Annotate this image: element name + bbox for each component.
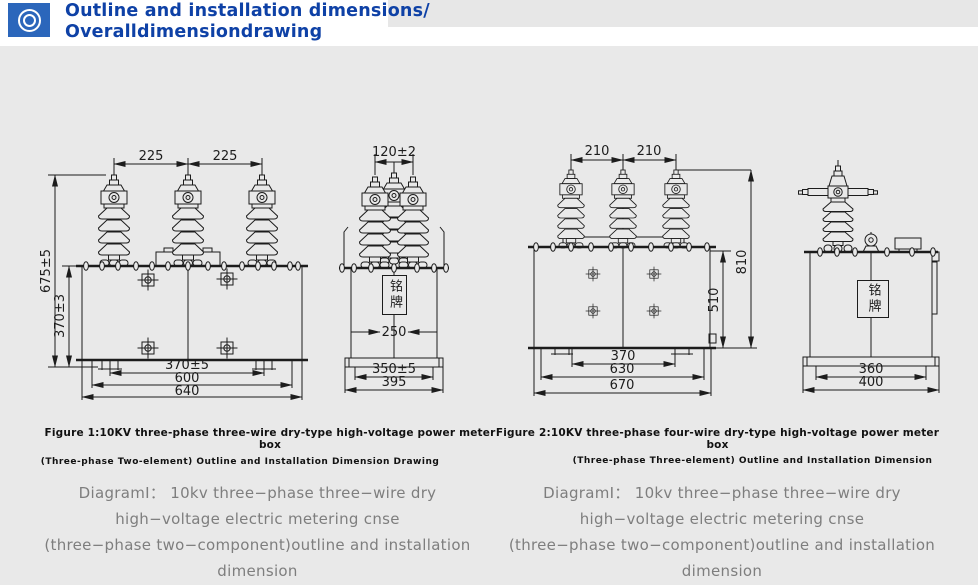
lid-bolts [339,263,449,273]
figure1-front-drawing: 225 225 675±5 370±3 370±5 600 640 [40,149,308,400]
terminal-box [894,237,922,252]
tank-outline [528,169,757,396]
bushing [798,165,878,253]
bushing [246,174,278,267]
bushing [609,169,637,249]
figure2-side-drawing: 360 400 [798,160,940,393]
page-title: Outline and installation dimensions/ Ove… [65,1,430,43]
lifting-lug [862,233,880,253]
dim-label: 225 [139,149,164,164]
icon-inner-ring [22,13,36,27]
figure2-subcaption: (Three-phase Three-element) Outline and … [572,456,933,466]
page-title-line2: Overalldimensiondrawing [65,22,323,42]
dim-label: 630 [610,362,635,377]
nameplate: 铭牌 [857,280,889,318]
header-gray-band [388,0,978,27]
tank-outline [802,250,940,393]
footer-left: DiagramI： 10kv three−phase three−wire dr… [25,480,490,584]
dim-label: 675±5 [40,249,54,293]
footer-right-line1: DiagramI： 10kv three−phase three−wire dr… [543,484,901,502]
content-background [0,46,978,585]
dim-label: 600 [175,371,200,386]
dim-label: 370±5 [165,358,209,373]
figure2-front-drawing: 210 210 510 810 370 630 670 [528,144,757,396]
dim-label: 120±2 [372,145,416,160]
dim-label: 225 [213,149,238,164]
dim-label: 350±5 [372,362,416,377]
figure2-caption: Figure 2:10KV three-phase four-wire dry-… [495,427,940,451]
footer-left-line2: high−voltage electric metering cnse [115,510,400,528]
page-title-line1: Outline and installation dimensions/ [65,1,430,21]
footer-left-line1: DiagramI： 10kv three−phase three−wire dr… [78,484,437,502]
dim-label: 395 [382,375,407,390]
dim-label: 510 [707,288,722,313]
mounting-hole [585,266,601,282]
dim-label: 360 [859,362,884,377]
dim-label: 670 [610,378,635,393]
figure1-caption: Figure 1:10KV three-phase three-wire dry… [44,427,496,451]
dim-label: 210 [585,144,610,159]
dim-label: 640 [175,384,200,399]
dim-label: 210 [637,144,662,159]
figure1-side-drawing: 120±2 250 350±5 395 [339,145,449,393]
nameplate: 铭牌 [382,275,407,315]
icon-outer-ring [17,8,41,32]
bushing [98,174,130,267]
dim-label: 400 [859,375,884,390]
dim-label: 370±3 [53,294,68,338]
bushing [557,169,585,249]
mounting-hole [585,303,601,319]
dim-label: 810 [735,250,750,275]
double-circle-icon [8,3,50,37]
footer-left-line3: (three−phase two−component)outline and i… [44,536,471,580]
tank-outline [76,264,308,400]
bushing [662,169,690,249]
bushing [172,174,204,267]
mounting-hole [646,303,662,319]
footer-right-line2: high−voltage electric metering cnse [579,510,865,528]
footer-right-line3: (three−phase two−component)outline and i… [508,536,936,580]
dim-label: 250 [382,325,407,340]
mounting-hole [646,266,662,282]
figure1-subcaption: (Three-phase Two-element) Outline and In… [40,457,440,467]
footer-right: DiagramI： 10kv three−phase three−wire dr… [488,480,956,584]
dim-label: 370 [611,349,636,364]
